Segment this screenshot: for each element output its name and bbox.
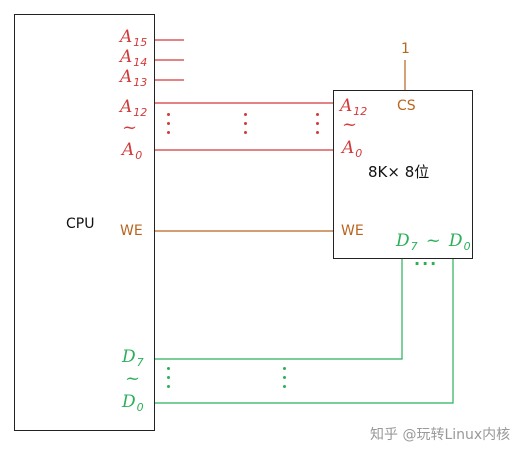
cpu-address-tilde: ~	[122, 117, 138, 138]
chip-address-tilde: ~	[342, 114, 358, 135]
cpu-a15-label: A15	[120, 27, 148, 49]
cpu-a0-label: A0	[122, 140, 143, 162]
chip-data-range-label: D7 ~ D0	[396, 230, 471, 253]
cpu-d7-label: D7	[122, 347, 144, 369]
data-bus-dots-2	[283, 367, 286, 394]
cpu-a13-label: A13	[120, 67, 148, 89]
cpu-box	[14, 14, 155, 431]
chip-cs-label: CS	[397, 98, 416, 114]
memory-chip-box	[333, 90, 473, 259]
d7-wire	[153, 258, 403, 360]
chip-we-label: WE	[341, 223, 364, 239]
memory-chip-label: 8K× 8位	[368, 163, 430, 181]
cpu-we-label: WE	[120, 223, 143, 239]
chip-data-dots: ···	[414, 254, 439, 273]
d0-wire	[153, 258, 454, 404]
cpu-data-tilde: ~	[125, 368, 141, 389]
cpu-a14-label: A14	[120, 47, 148, 69]
chip-a0-label: A0	[342, 138, 363, 160]
cpu-d0-label: D0	[122, 392, 144, 414]
address-bus-dots-1	[167, 113, 170, 140]
data-bus-dots-1	[167, 367, 170, 394]
address-bus-dots-3	[316, 113, 319, 140]
cpu-label: CPU	[66, 216, 95, 232]
cpu-a12-label: A12	[120, 97, 148, 119]
chip-cs-value: 1	[401, 41, 410, 57]
address-bus-dots-2	[244, 113, 247, 140]
chip-a12-label: A12	[340, 96, 368, 118]
watermark: 知乎 @玩转Linux内核	[370, 427, 511, 443]
